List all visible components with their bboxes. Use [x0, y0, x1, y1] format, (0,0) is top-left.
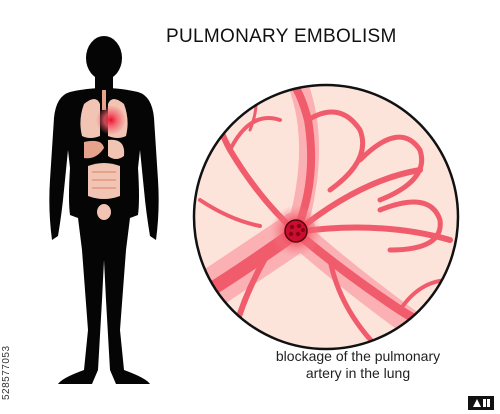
caption-line-2: artery in the lung — [305, 365, 411, 381]
inset-border — [192, 83, 460, 351]
diagram-title: PULMONARY EMBOLISM — [166, 26, 397, 47]
bladder — [97, 204, 111, 220]
stomach — [108, 139, 125, 159]
watermark-id: 528577053 — [1, 345, 12, 400]
left-lung — [80, 99, 100, 138]
human-silhouette — [49, 36, 159, 384]
liver — [84, 140, 104, 159]
magnified-lung-inset — [192, 83, 460, 351]
caption-line-1: blockage of the pulmonary — [275, 348, 441, 364]
inset-caption: blockage of the pulmonary artery in the … — [238, 348, 478, 382]
internal-organs — [80, 90, 128, 220]
heart-glow — [96, 105, 126, 135]
stock-logo-icon — [468, 396, 494, 410]
